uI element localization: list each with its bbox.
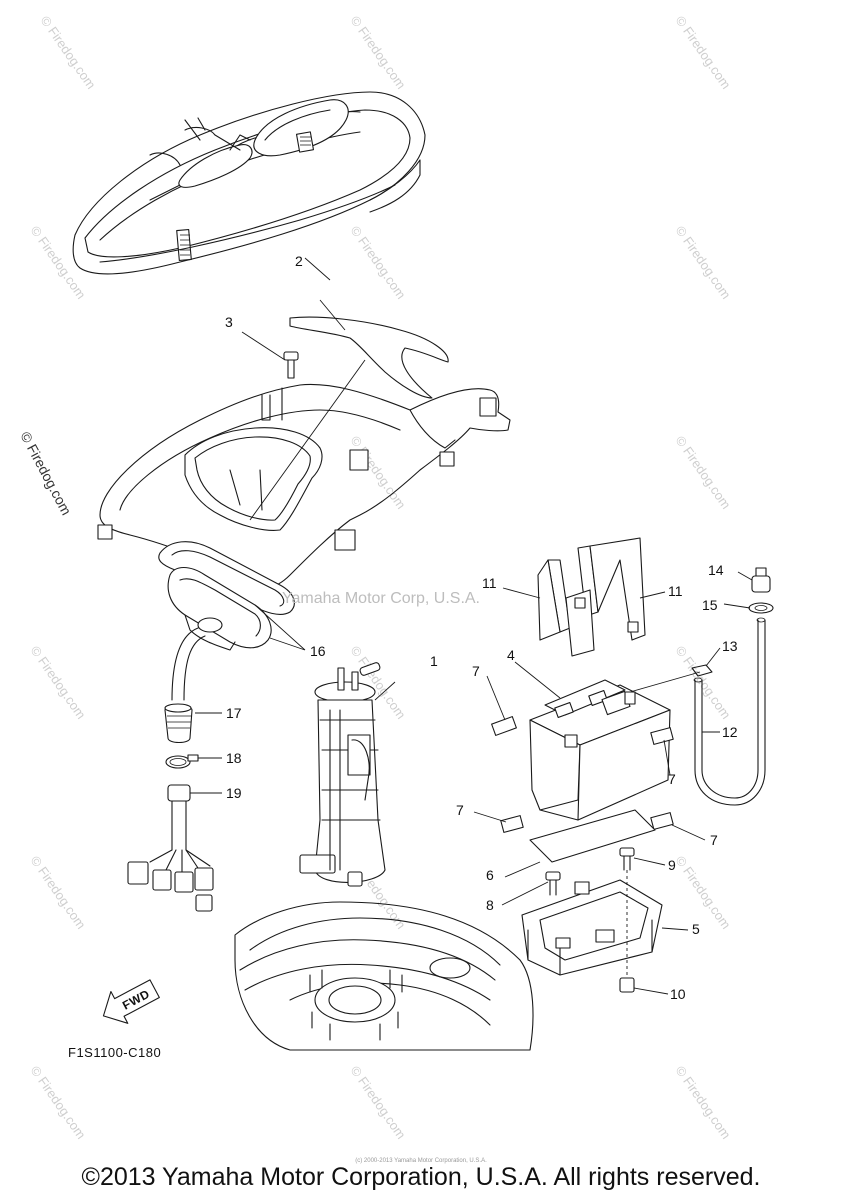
part-label: 14 [708, 562, 724, 578]
part-label: 17 [226, 705, 242, 721]
watermark: © Firedog.com [17, 429, 74, 518]
battery-box-part [521, 879, 663, 976]
diagram-code: F1S1100-C180 [68, 1045, 161, 1060]
decal-part [289, 316, 449, 399]
copyright-notice: ©2013 Yamaha Motor Corporation, U.S.A. A… [81, 1163, 761, 1191]
battery-strap-part [537, 537, 646, 657]
watermark: © Firedog.com [673, 643, 734, 722]
part-label: 7 [668, 771, 676, 787]
part-label: 3 [225, 314, 233, 330]
watercraft-overview [72, 91, 426, 275]
deck-cover-part [97, 383, 511, 588]
small-credit: (c) 2000-2013 Yamaha Motor Corporation, … [355, 1158, 487, 1164]
watermark: © Firedog.com [28, 223, 89, 302]
part-label: 2 [295, 253, 303, 269]
part-label: 10 [670, 986, 686, 1002]
part-labels: 1 2 3 4 5 6 7 7 7 7 8 9 10 11 11 12 13 1… [225, 253, 738, 1002]
watermark: © Firedog.com [673, 433, 734, 512]
part-label: 11 [668, 583, 683, 599]
center-watermark: Yamaha Motor Corp, U.S.A. [282, 590, 480, 607]
watermark: © Firedog.com [28, 853, 89, 932]
part-label: 19 [226, 785, 242, 801]
part-label: 18 [226, 750, 242, 766]
fuel-tank-part [234, 901, 534, 1051]
watermark: © Firedog.com [673, 223, 734, 302]
watermark: © Firedog.com [38, 13, 99, 92]
part-label: 6 [486, 867, 494, 883]
watermark: © Firedog.com [673, 13, 734, 92]
fuel-pump-part [299, 662, 386, 887]
part-label: 4 [507, 647, 515, 663]
watermark: © Firedog.com [348, 223, 409, 302]
fwd-arrow-icon: FWD [102, 979, 160, 1024]
part-label: 5 [692, 921, 700, 937]
part-label: 13 [722, 638, 738, 654]
watermark: © Firedog.com [673, 1063, 734, 1142]
part-label: 8 [486, 897, 494, 913]
part-label: 11 [482, 575, 497, 591]
part-label: 7 [710, 832, 718, 848]
part-label: 16 [310, 643, 326, 659]
battery-mat-part [529, 809, 656, 863]
leader-lines [190, 257, 753, 995]
watermark: © Firedog.com [348, 13, 409, 92]
hose-part [164, 627, 206, 744]
gasket-part [158, 541, 295, 615]
battery-part [529, 679, 671, 821]
part-label: 7 [472, 663, 480, 679]
wire-harness-part [127, 784, 214, 912]
watermark: © Firedog.com [673, 853, 734, 932]
watermark: © Firedog.com [28, 1063, 89, 1142]
access-cover-part [167, 566, 272, 651]
watermark: © Firedog.com [348, 433, 409, 512]
vent-tube-part [691, 567, 774, 806]
clamp-part [165, 754, 199, 769]
battery-pad-part [491, 716, 674, 833]
watermark: © Firedog.com [348, 1063, 409, 1142]
bolt-part [283, 351, 299, 379]
part-label: 15 [702, 597, 718, 613]
watermark: © Firedog.com [28, 643, 89, 722]
part-label: 7 [456, 802, 464, 818]
fastener-parts [545, 847, 635, 993]
part-label: 12 [722, 724, 738, 740]
part-label: 1 [430, 653, 438, 669]
part-label: 9 [668, 857, 676, 873]
